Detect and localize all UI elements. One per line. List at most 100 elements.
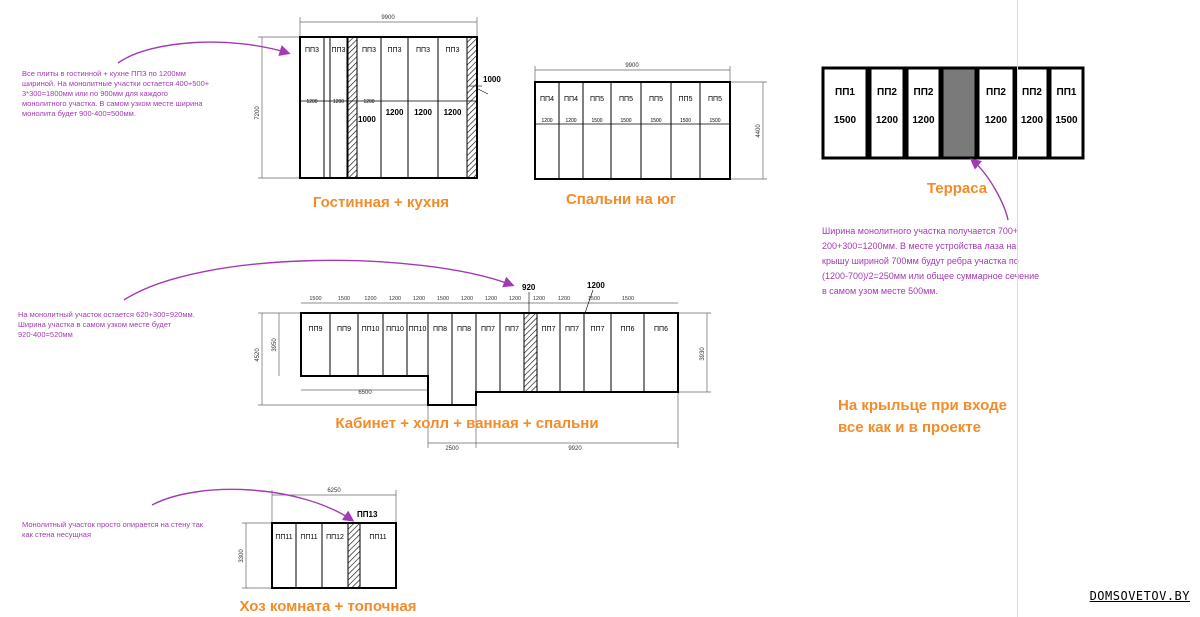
cabinet-dim-bottom-9920: 9920 bbox=[568, 446, 582, 452]
bedrooms-slab-label: ПП5 bbox=[649, 96, 663, 103]
terrace-slab bbox=[1048, 66, 1085, 160]
site-watermark: DOMSOVETOV.BY bbox=[1089, 589, 1190, 603]
title-utility-boiler: Хоз комната + топочная bbox=[240, 598, 417, 615]
bedrooms-slab-width: 1500 bbox=[591, 118, 602, 124]
living-slab-width: 1200 bbox=[386, 108, 404, 117]
plan-terrace: ПП11500ПП21200ПП21200ПП21200ПП21200ПП115… bbox=[821, 66, 1085, 160]
page-edge-line bbox=[1017, 0, 1018, 617]
living-slab-width: 1200 bbox=[444, 108, 462, 117]
utility-dim-top: 6250 bbox=[327, 488, 341, 494]
cabinet-slab bbox=[499, 312, 525, 393]
cabinet-dim-top: 1200 bbox=[413, 296, 425, 302]
terrace-slab-label: ПП2 bbox=[1022, 87, 1042, 98]
living-slab-width: 1200 bbox=[306, 99, 317, 105]
cabinet-dim-top: 1200 bbox=[364, 296, 376, 302]
cabinet-upper-label: 1200 bbox=[587, 281, 605, 290]
cabinet-dim-top: 1200 bbox=[533, 296, 545, 302]
cabinet-dim-top: 1200 bbox=[389, 296, 401, 302]
title-porch: На крыльце при входе все как и в проекте bbox=[838, 397, 1011, 436]
cabinet-slab bbox=[643, 312, 679, 393]
plan-cabinet-hall: 1500 1500 1200 1200 1200 1500 1200 1200 1200 1200… bbox=[255, 281, 711, 452]
cabinet-slab bbox=[610, 312, 645, 393]
terrace-slab-label: ПП2 bbox=[986, 87, 1006, 98]
terrace-slab bbox=[868, 66, 906, 160]
cabinet-slab-label: ПП9 bbox=[337, 326, 351, 333]
living-slab-width: 1200 bbox=[363, 99, 374, 105]
cabinet-slab-label: ПП10 bbox=[386, 326, 404, 333]
plan-living-kitchen: 9900 7200 ПП31200ПП31200ПП31200ПП31200ПП… bbox=[255, 15, 501, 179]
utility-slab-label: ПП11 bbox=[369, 534, 386, 541]
cabinet-monolith bbox=[523, 312, 538, 393]
living-slab-label: ПП3 bbox=[332, 47, 346, 54]
svg-text:Все плиты в гостинной + кухне: Все плиты в гостинной + кухне ППЗ по 120… bbox=[22, 69, 210, 118]
utility-slab bbox=[321, 522, 349, 589]
living-slab-label: ПП3 bbox=[362, 47, 376, 54]
bedrooms-slab-width: 1500 bbox=[620, 118, 631, 124]
cabinet-dim-top: 1500 bbox=[338, 296, 350, 302]
terrace-slab bbox=[905, 66, 942, 160]
plan-bedrooms-south: 9900 4400 ПП41200ПП41200ПП51500ПП51500ПП… bbox=[534, 63, 767, 180]
note-living: Все плиты в гостинной + кухне ППЗ по 120… bbox=[22, 41, 291, 118]
cabinet-slab-label: ПП8 bbox=[457, 326, 471, 333]
cabinet-slab bbox=[382, 312, 408, 377]
utility-slab bbox=[271, 522, 297, 589]
terrace-slab-label: ПП1 bbox=[835, 87, 855, 98]
bedrooms-dim-right: 4400 bbox=[756, 124, 762, 138]
cabinet-slab-label: ПП10 bbox=[409, 326, 427, 333]
cabinet-dim-top: 1500 bbox=[588, 296, 600, 302]
svg-text:Ширина монолитного участка пол: Ширина монолитного участка получается 70… bbox=[822, 226, 1039, 296]
bedrooms-slab-width: 1500 bbox=[680, 118, 691, 124]
living-slab bbox=[356, 36, 382, 179]
utility-slab-label: ПП11 bbox=[300, 534, 317, 541]
terrace-slab-width: 1500 bbox=[1055, 115, 1078, 126]
cabinet-slab-label: ПП6 bbox=[654, 326, 668, 333]
cabinet-dim-bottom-2500: 2500 bbox=[445, 446, 459, 452]
utility-slab-label: ПП12 bbox=[326, 534, 344, 541]
bedrooms-slab-label: ПП5 bbox=[590, 96, 604, 103]
title-terrace: Терраса bbox=[927, 180, 988, 197]
living-slab-label: ПП3 bbox=[388, 47, 402, 54]
terrace-slab-width: 1500 bbox=[834, 115, 857, 126]
bedrooms-slab-width: 1200 bbox=[565, 118, 576, 124]
svg-text:На монолитный участок остается: На монолитный участок остается 620+300=9… bbox=[18, 310, 195, 339]
terrace-slab-width: 1200 bbox=[1021, 115, 1044, 126]
living-monolith bbox=[347, 36, 358, 179]
cabinet-slab bbox=[536, 312, 561, 393]
cabinet-dim-top: 1200 bbox=[509, 296, 521, 302]
terrace-slab-label: ПП2 bbox=[877, 87, 897, 98]
cabinet-slab-label: ПП9 bbox=[309, 326, 323, 333]
bedrooms-slab-label: ПП5 bbox=[619, 96, 633, 103]
cabinet-slab bbox=[329, 312, 359, 377]
cabinet-dim-bottom-left: 6500 bbox=[358, 390, 372, 396]
bedrooms-slab-label: ПП5 bbox=[708, 96, 722, 103]
terrace-monolith bbox=[940, 66, 978, 160]
utility-monolith bbox=[347, 522, 361, 589]
living-slab-width: 1200 bbox=[414, 108, 432, 117]
cabinet-dim-left-inner: 3950 bbox=[272, 338, 278, 352]
terrace-slab-label: ПП2 bbox=[914, 87, 934, 98]
cabinet-dim-top: 1200 bbox=[461, 296, 473, 302]
bedrooms-slab-label: ПП4 bbox=[564, 96, 578, 103]
bedrooms-slab bbox=[699, 81, 731, 180]
cabinet-dim-top: 1500 bbox=[309, 296, 321, 302]
living-slab-label: ПП3 bbox=[416, 47, 430, 54]
note-terrace: Ширина монолитного участка получается 70… bbox=[822, 158, 1039, 296]
cabinet-slab-label: ПП7 bbox=[505, 326, 519, 333]
terrace-slab bbox=[1014, 66, 1050, 160]
living-slab bbox=[329, 36, 348, 179]
cabinet-dim-left-outer: 4520 bbox=[255, 348, 261, 362]
note-cabinet: На монолитный участок остается 620+300=9… bbox=[18, 259, 515, 339]
bedrooms-dim-top: 9900 bbox=[625, 63, 639, 69]
terrace-slab-width: 1200 bbox=[912, 115, 935, 126]
cabinet-slab bbox=[300, 312, 331, 377]
note-utility: Монолитный участок просто опирается на с… bbox=[22, 488, 355, 539]
living-slab bbox=[299, 36, 325, 179]
cabinet-slab-label: ПП10 bbox=[362, 326, 380, 333]
cabinet-slab bbox=[357, 312, 384, 377]
terrace-slab-width: 1200 bbox=[876, 115, 899, 126]
living-slab-label: ПП3 bbox=[446, 47, 460, 54]
utility-monolith-label: ПП13 bbox=[357, 510, 378, 519]
terrace-slab bbox=[821, 66, 869, 160]
bedrooms-slab-width: 1500 bbox=[709, 118, 720, 124]
